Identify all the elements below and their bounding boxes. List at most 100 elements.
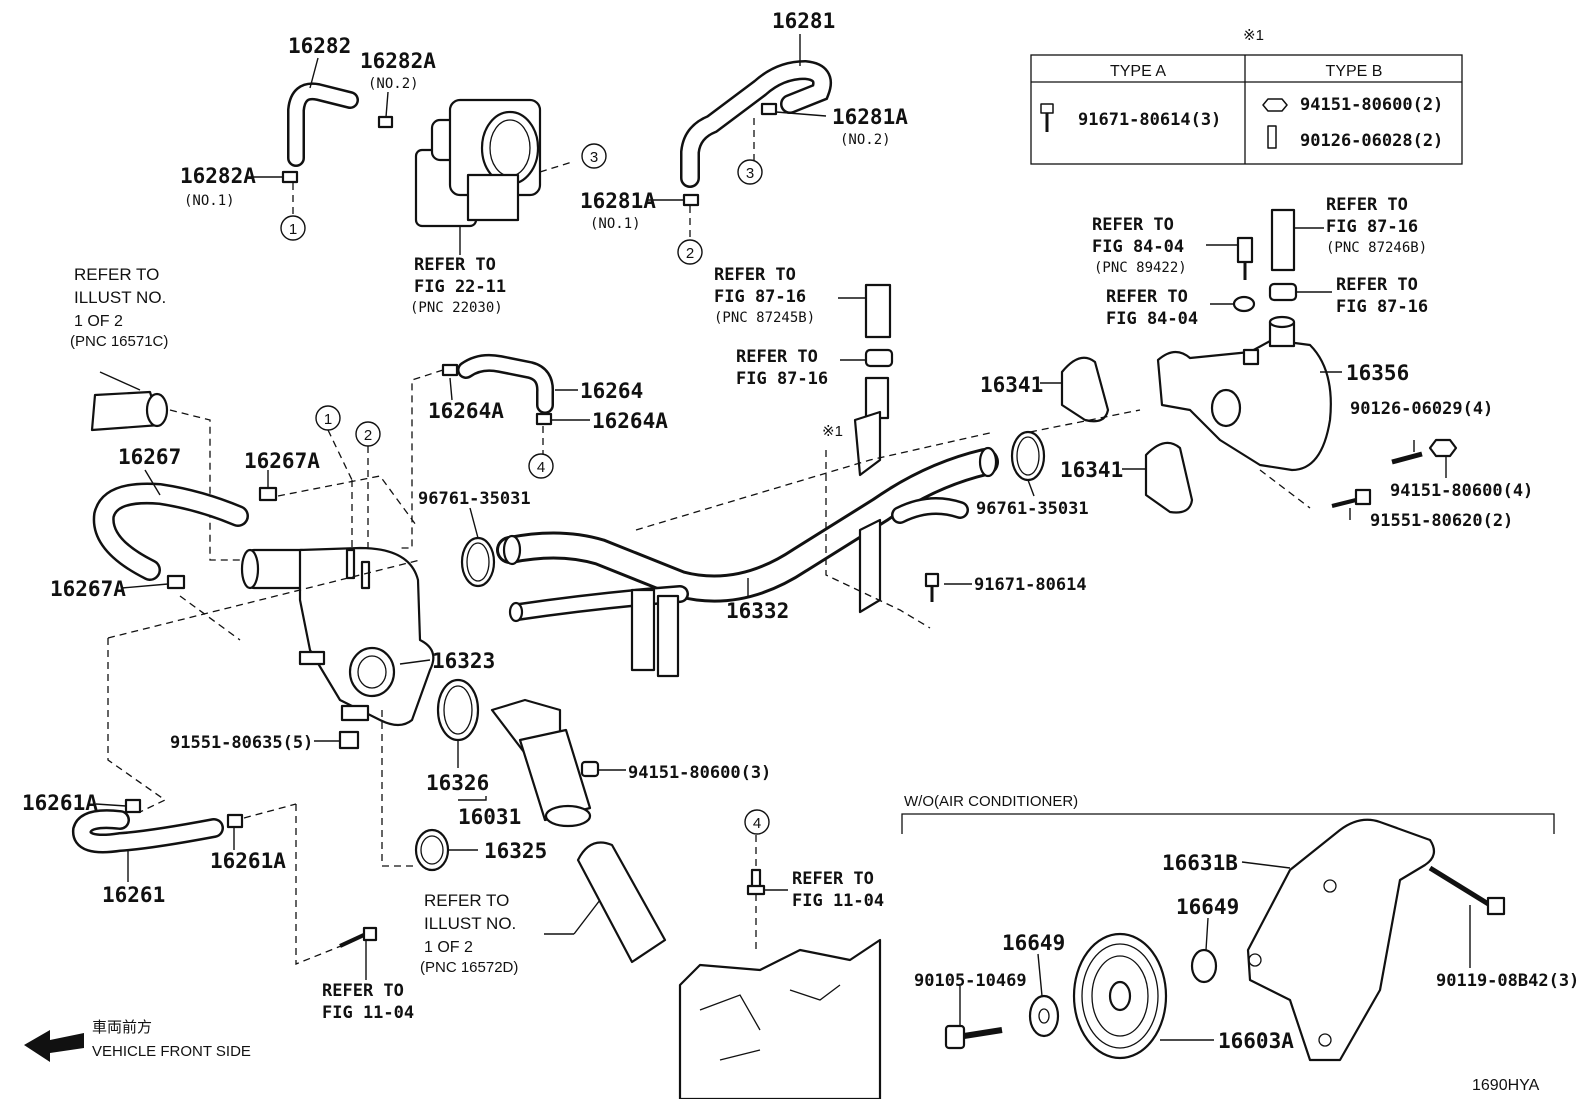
svg-text:4: 4: [753, 815, 761, 832]
label-91671-80614: 91671-80614: [974, 575, 1087, 595]
label-16031: 16031: [458, 805, 521, 829]
svg-text:(PNC 16571C): (PNC 16571C): [70, 333, 168, 350]
washer-16649-b: [1190, 917, 1218, 984]
svg-text:FIG 84-04: FIG 84-04: [1106, 309, 1198, 329]
callout-3-a: 3: [581, 143, 607, 169]
svg-text:REFER TO: REFER TO: [714, 265, 796, 285]
section-wo-ac-label: W/O(AIR CONDITIONER): [904, 793, 1078, 810]
svg-text:REFER TO: REFER TO: [322, 981, 404, 1001]
sensor-ref-89422: [1206, 236, 1254, 280]
label-16649-a: 16649: [1002, 931, 1065, 955]
svg-text:1 OF 2: 1 OF 2: [74, 313, 123, 330]
svg-text:FIG 87-16: FIG 87-16: [1326, 217, 1418, 237]
ref-fig87-16-b[interactable]: REFER TO FIG 87-16 (PNC 87245B): [714, 265, 815, 326]
svg-text:(PNC 22030): (PNC 22030): [410, 300, 503, 316]
label-96761-b: 96761-35031: [976, 499, 1089, 519]
throttle-body: [414, 98, 573, 228]
label-16281A-right: 16281A: [832, 105, 908, 129]
ref-fig84-04-a[interactable]: REFER TO FIG 84-04 (PNC 89422): [1092, 215, 1187, 276]
label-90126-06029: 90126-06029(4): [1350, 399, 1493, 419]
diagram-code: 1690HYA: [1472, 1077, 1540, 1094]
nut-94151-4: [1428, 438, 1458, 478]
type-table: ※1 TYPE A TYPE B 91671-80614(3) 94151-80…: [1030, 27, 1463, 165]
svg-text:REFER TO: REFER TO: [792, 869, 874, 889]
label-90105: 90105-10469: [914, 971, 1027, 991]
label-16282: 16282: [288, 34, 351, 58]
svg-text:ILLUST NO.: ILLUST NO.: [424, 914, 516, 933]
svg-text:REFER TO: REFER TO: [74, 265, 159, 284]
svg-text:REFER TO: REFER TO: [1326, 195, 1408, 215]
label-16341-a: 16341: [980, 373, 1043, 397]
label-96761-a: 96761-35031: [418, 489, 531, 509]
hose-16264: [457, 353, 578, 414]
hose-16261: [72, 809, 224, 882]
svg-text:3: 3: [746, 165, 754, 182]
label-note-mark-2: ※1: [822, 423, 843, 440]
ref-illust-1[interactable]: REFER TO ILLUST NO. 1 OF 2 (PNC 16571C): [70, 265, 168, 350]
clamp-16261A-a: [95, 798, 142, 814]
gasket-16326: [436, 678, 480, 768]
svg-text:ILLUST NO.: ILLUST NO.: [74, 288, 166, 307]
clamp-ref-87-16-right: [1268, 282, 1332, 302]
label-16264A-a: 16264A: [428, 399, 504, 423]
gasket-96761-a: [460, 507, 496, 588]
label-16261A-b: 16261A: [210, 849, 286, 873]
svg-text:FIG 84-04: FIG 84-04: [1092, 237, 1184, 257]
ref-fig87-16-c[interactable]: REFER TO FIG 87-16: [736, 347, 828, 389]
clamp-16261A-b: [226, 813, 244, 850]
svg-text:REFER TO: REFER TO: [1336, 275, 1418, 295]
water-inlet-16323: [240, 546, 435, 727]
water-pipe-16332: [496, 446, 999, 678]
clamp-16282A-left: [248, 170, 299, 184]
washer-ref-84-04: [1210, 295, 1256, 313]
ref-fig84-04-b[interactable]: REFER TO FIG 84-04: [1106, 287, 1198, 329]
gasket-16325: [414, 828, 478, 872]
ref-fig22-11[interactable]: REFER TO FIG 22-11 (PNC 22030): [410, 255, 506, 316]
svg-text:FIG 11-04: FIG 11-04: [792, 891, 884, 911]
svg-text:FIG 87-16: FIG 87-16: [736, 369, 828, 389]
clamp-16264A-a: [441, 363, 459, 377]
note-mark: ※1: [1243, 27, 1264, 44]
type-a-part: 91671-80614(3): [1078, 110, 1221, 130]
clamp-16281A-right: [760, 102, 827, 117]
label-16631B: 16631B: [1162, 851, 1238, 875]
svg-text:(PNC 87245B): (PNC 87245B): [714, 310, 815, 326]
wo-ac-bracket-line: [901, 813, 1555, 834]
label-no1-b: (NO.1): [590, 216, 641, 232]
ref-fig11-04-b[interactable]: REFER TO FIG 11-04: [792, 869, 884, 911]
pipe-ref-87245B: [838, 283, 892, 339]
gasket-96761-b: [1010, 430, 1046, 497]
svg-text:2: 2: [686, 245, 694, 262]
label-16264: 16264: [580, 379, 643, 403]
label-16261A-a: 16261A: [22, 791, 98, 815]
pulley-16603A: [1072, 932, 1214, 1060]
svg-text:1 OF 2: 1 OF 2: [424, 939, 473, 956]
ref-fig87-16-d[interactable]: REFER TO FIG 87-16 (PNC 87246B): [1326, 195, 1427, 256]
pipe-ref-16571C: [90, 371, 169, 432]
engine-block: [678, 938, 882, 1099]
label-16267A-a: 16267A: [244, 449, 320, 473]
ref-illust-2[interactable]: REFER TO ILLUST NO. 1 OF 2 (PNC 16572D): [420, 891, 518, 976]
svg-text:FIG 22-11: FIG 22-11: [414, 277, 506, 297]
label-16267A-b: 16267A: [50, 577, 126, 601]
label-no1-a: (NO.1): [184, 193, 235, 209]
nut-icon: [1262, 98, 1288, 112]
clamp-16281A-left: [648, 193, 700, 207]
label-16325: 16325: [484, 839, 547, 863]
svg-text:REFER TO: REFER TO: [1106, 287, 1188, 307]
label-16341-b: 16341: [1060, 458, 1123, 482]
label-16332: 16332: [726, 599, 789, 623]
washer-16649-a: [1028, 953, 1060, 1038]
front-arrow-icon: [24, 1030, 84, 1062]
hose-16282: [287, 82, 359, 167]
clamp-ref-87-16: [840, 348, 894, 368]
svg-text:FIG 87-16: FIG 87-16: [714, 287, 806, 307]
ref-fig87-16-e[interactable]: REFER TO FIG 87-16: [1336, 275, 1428, 317]
gasket-16341-b: [1122, 441, 1194, 514]
ref-fig11-04-a[interactable]: REFER TO FIG 11-04: [322, 981, 414, 1023]
stud-90126-06029: [1391, 440, 1423, 465]
bracket-16631B: [1241, 818, 1436, 1062]
svg-text:(PNC 89422): (PNC 89422): [1094, 260, 1187, 276]
bolt-91551-80620: [1331, 488, 1372, 520]
label-16649-b: 16649: [1176, 895, 1239, 919]
